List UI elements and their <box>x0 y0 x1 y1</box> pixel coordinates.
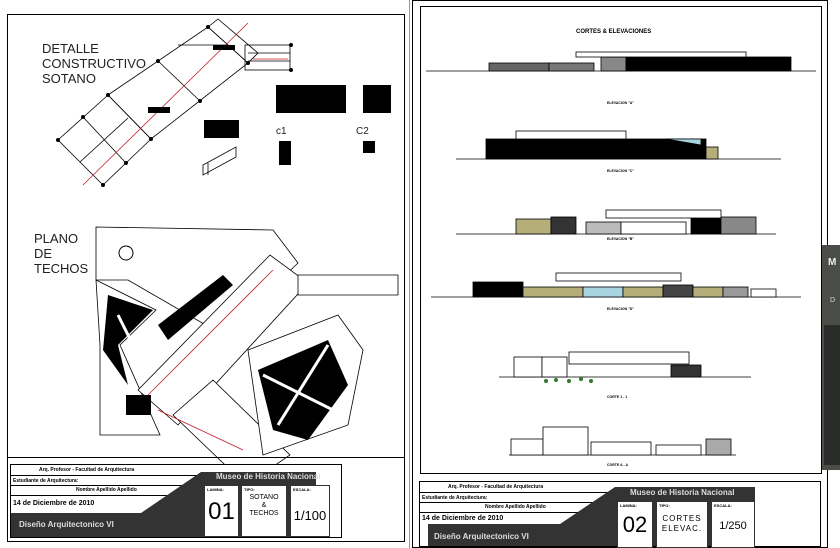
caption-elevation-d: ELEVACION "D" <box>607 307 634 311</box>
sheet-number-box: LAMINA: 01 <box>204 485 239 537</box>
caption-elevation-c: ELEVACION "C" <box>607 169 634 173</box>
sheet-02: CORTES & ELEVACIONES <box>420 6 822 474</box>
student-label: Estudiante de Arquitectura: <box>422 495 488 501</box>
title-band-shape <box>11 472 316 537</box>
sheet-number-label: LAMINA: <box>620 503 637 508</box>
type-box: TIPO: CORTES ELEVAC. <box>656 501 708 548</box>
roof-title-line: TECHOS <box>34 261 89 276</box>
sheet-title: CORTES & ELEVACIONES <box>576 29 652 35</box>
detail-title-line: CONSTRUCTIVO <box>42 56 146 71</box>
type-label: TIPO: <box>659 503 670 508</box>
scale-value: 1/100 <box>293 508 327 523</box>
sheet-03-letter: M <box>828 257 837 268</box>
column-c2-label: C2 <box>356 126 369 137</box>
course-name: Diseño Arquitectonico VI <box>19 520 114 529</box>
course-name: Diseño Arquitectonico VI <box>434 532 529 541</box>
sheet-number-label: LAMINA: <box>207 487 224 492</box>
roof-title-line: PLANO <box>34 231 79 246</box>
scale-box: ESCALA: 1/250 <box>711 501 755 548</box>
detail-title: DETALLE CONSTRUCTIVO SOTANO <box>42 41 146 86</box>
roof-plan-title: PLANO DE TECHOS <box>34 231 88 276</box>
student-name: Nombre Apellido Apellido <box>485 504 546 510</box>
title-block: Arq. Profesor - Facultad de Arquitectura… <box>10 464 342 538</box>
type-value: CORTES <box>662 514 702 523</box>
sheet-01: DETALLE CONSTRUCTIVO SOTANO PLANO DE TEC… <box>7 14 405 542</box>
date: 14 de Diciembre de 2010 <box>422 515 504 522</box>
scale-value: 1/250 <box>719 520 747 532</box>
caption-section-a-a: CORTE A - A <box>607 463 628 467</box>
sheet-number: 01 <box>208 498 235 525</box>
scale-label: ESCALA: <box>293 487 311 492</box>
author-line: Arq. Profesor - Facultad de Arquitectura <box>448 484 544 490</box>
sheet-number-box: LAMINA: 02 <box>617 501 653 548</box>
roof-title-line: DE <box>34 246 53 261</box>
project-name: Museo de Historia Nacional <box>630 488 735 497</box>
basement-detail-drawing <box>56 18 391 187</box>
author-line: Arq. Profesor - Facultad de Arquitectura <box>39 467 135 473</box>
elevations-drawing <box>426 51 816 456</box>
sheet-number: 02 <box>622 512 648 537</box>
detail-title-line: DETALLE <box>42 41 99 56</box>
sheet-separator <box>409 0 410 548</box>
caption-section-1-1: CORTE 1 - 1 <box>607 395 628 399</box>
student-label: Estudiante de Arquitectura: <box>13 478 79 484</box>
roof-plan-drawing <box>95 226 399 465</box>
type-label: TIPO: <box>244 487 255 492</box>
project-name: Museo de Historia Nacional <box>216 472 321 481</box>
column-c1-label: c1 <box>276 126 287 137</box>
title-block-divider <box>8 457 404 458</box>
type-value: & <box>261 502 267 509</box>
scale-box: ESCALA: 1/100 <box>290 485 330 537</box>
scale-label: ESCALA: <box>714 503 732 508</box>
sheet-03-image <box>824 325 840 465</box>
date: 14 de Diciembre de 2010 <box>13 500 95 507</box>
sheet-03-letter: D <box>830 297 836 304</box>
student-name: Nombre Apellido Apellido <box>76 487 137 493</box>
detail-title-line: SOTANO <box>42 71 96 86</box>
type-value: ELEVAC. <box>661 524 703 533</box>
sheet-03-partial: M D <box>822 245 840 470</box>
type-value: TECHOS <box>249 510 279 517</box>
type-box: TIPO: SOTANO & TECHOS <box>241 485 287 537</box>
caption-elevation-b: ELEVACION "B" <box>607 237 634 241</box>
caption-elevation-a: ELEVACION "A" <box>607 101 634 105</box>
title-block-02: Arq. Profesor - Facultad de Arquitectura… <box>419 481 821 548</box>
type-value: SOTANO <box>249 494 279 501</box>
